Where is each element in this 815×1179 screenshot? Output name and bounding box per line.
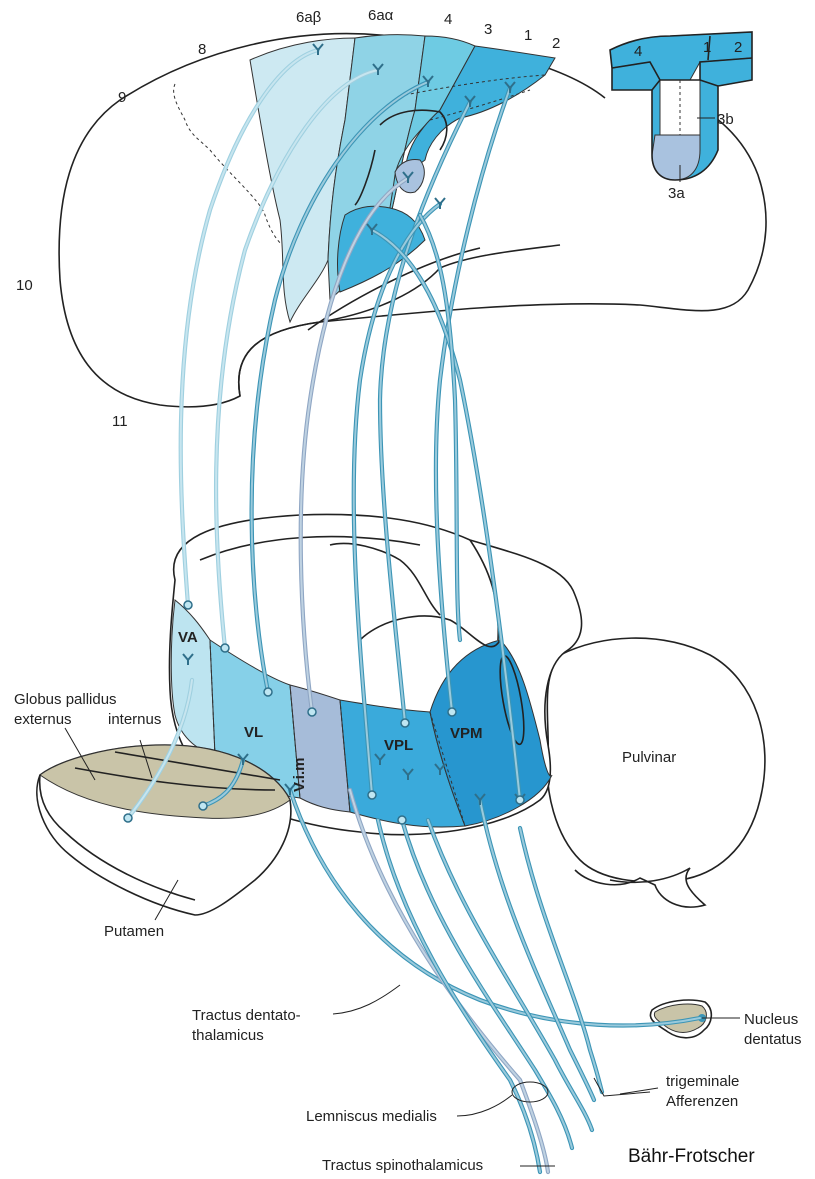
- label-3: 3: [484, 21, 492, 38]
- label-va: VA: [178, 629, 198, 646]
- inset-label-3b: 3b: [717, 111, 734, 128]
- label-pulvinar: Pulvinar: [622, 749, 676, 766]
- label-globus-pallidus: Globus pallidus: [14, 691, 117, 708]
- label-putamen: Putamen: [104, 923, 164, 940]
- neuron-soma: [264, 688, 272, 696]
- pulvinar-group: [547, 638, 765, 907]
- inset-label-4: 4: [634, 43, 642, 60]
- label-vl: VL: [244, 724, 263, 741]
- neuron-soma: [401, 719, 409, 727]
- label-4: 4: [444, 11, 452, 28]
- lentiform-nucleus: [37, 745, 291, 915]
- neuron-soma: [398, 816, 406, 824]
- neuron-soma: [448, 708, 456, 716]
- inset-label-2: 2: [734, 39, 742, 56]
- label-vim: V.i.m: [291, 758, 308, 792]
- neuron-soma: [368, 791, 376, 799]
- neuron-soma: [199, 802, 207, 810]
- label-vpl: VPL: [384, 737, 413, 754]
- label-spinothalamicus: Tractus spinothalamicus: [322, 1157, 483, 1174]
- neuron-soma: [184, 601, 192, 609]
- fiber-lemniscus-2-highlight: [402, 820, 572, 1148]
- neuron-soma: [308, 708, 316, 716]
- inset-label-1: 1: [703, 39, 711, 56]
- label-9: 9: [118, 89, 126, 106]
- label-internus: internus: [108, 711, 161, 728]
- neuron-soma: [221, 644, 229, 652]
- inset-label-3a: 3a: [668, 185, 685, 202]
- label-nucleus-dentatus-1: Nucleus: [744, 1011, 798, 1028]
- label-nucleus-dentatus-2: dentatus: [744, 1031, 802, 1048]
- label-6aa: 6aα: [368, 7, 394, 24]
- label-2: 2: [552, 35, 560, 52]
- label-trigeminal-2: Afferenzen: [666, 1093, 738, 1110]
- label-vpm: VPM: [450, 725, 483, 742]
- fiber-lemniscus-2: [402, 820, 572, 1148]
- neuron-soma: [124, 814, 132, 822]
- nucleus-dentatus: [650, 1000, 711, 1038]
- label-tractus-dentato-1: Tractus dentato-: [192, 1007, 301, 1024]
- leader-lemniscus: [457, 1095, 512, 1116]
- label-lemniscus: Lemniscus medialis: [306, 1108, 437, 1125]
- neuron-soma: [516, 796, 524, 804]
- label-8: 8: [198, 41, 206, 58]
- label-10: 10: [16, 277, 33, 294]
- label-6ab: 6aβ: [296, 9, 322, 26]
- label-trigeminal-1: trigeminale: [666, 1073, 739, 1090]
- label-externus: externus: [14, 711, 72, 728]
- label-tractus-dentato-2: thalamicus: [192, 1027, 264, 1044]
- label-11: 11: [112, 413, 128, 430]
- inset-area-3a: [652, 135, 700, 180]
- leader-dentato: [333, 985, 400, 1014]
- label-1: 1: [524, 27, 532, 44]
- publisher-credit: Bähr-Frotscher: [628, 1146, 755, 1167]
